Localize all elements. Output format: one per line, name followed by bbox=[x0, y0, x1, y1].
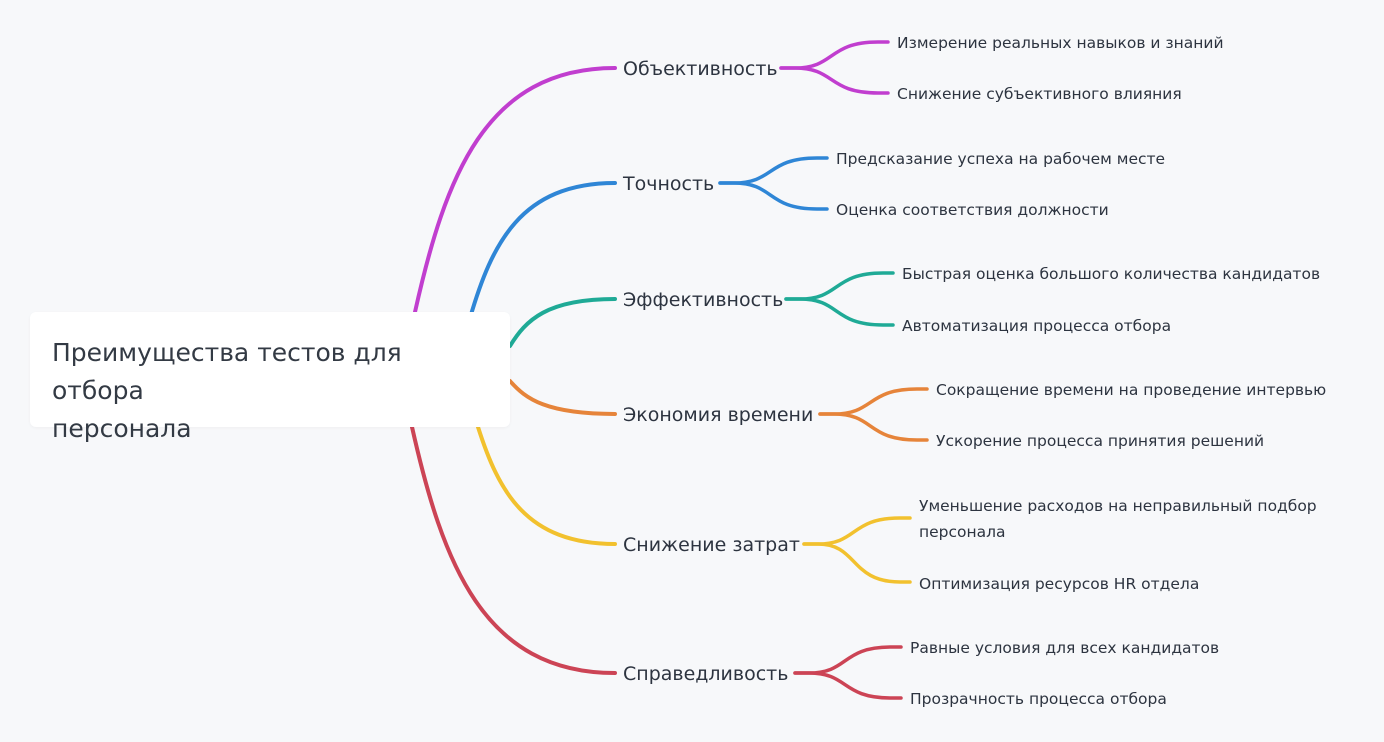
leaf-efficiency-1[interactable]: Быстрая оценка большого количества канди… bbox=[902, 265, 1321, 283]
leaf-link-2-2 bbox=[718, 181, 829, 211]
leaf-accuracy-1[interactable]: Предсказание успеха на рабочем месте bbox=[836, 150, 1166, 168]
leaf-link-4-1 bbox=[818, 387, 929, 416]
branch-link-1 bbox=[413, 66, 617, 314]
leaf-time-saving-2[interactable]: Ускорение процесса принятия решений bbox=[936, 432, 1265, 450]
branch-cost-reduction[interactable]: Снижение затрат bbox=[623, 534, 800, 556]
leaf-accuracy-2[interactable]: Оценка соответствия должности bbox=[836, 201, 1109, 219]
leaf-objectivity-2[interactable]: Снижение субъективного влияния bbox=[897, 85, 1182, 103]
branch-fairness[interactable]: Справедливость bbox=[623, 663, 789, 685]
leaf-cost-reduction-1[interactable]: Уменьшение расходов на неправильный подб… bbox=[919, 497, 1317, 541]
leaf-link-4-2 bbox=[818, 412, 929, 442]
root-title-line-2: персонала bbox=[52, 414, 192, 443]
leaf-fairness-2[interactable]: Прозрачность процесса отбора bbox=[910, 690, 1167, 708]
leaf-link-3-1 bbox=[784, 271, 895, 301]
leaf-link-2-1 bbox=[718, 156, 829, 185]
branch-link-2 bbox=[468, 181, 617, 320]
root-title: Преимущества тестов для отбора персонала bbox=[52, 334, 488, 448]
branch-link-5 bbox=[476, 425, 617, 546]
branch-accuracy[interactable]: Точность bbox=[623, 173, 715, 195]
branch-link-3 bbox=[508, 297, 617, 348]
leaf-fairness-1[interactable]: Равные условия для всех кандидатов bbox=[910, 639, 1220, 657]
branch-time-saving[interactable]: Экономия времени bbox=[623, 404, 814, 426]
root-node[interactable]: Преимущества тестов для отбора персонала bbox=[30, 312, 510, 443]
branch-efficiency[interactable]: Эффективность bbox=[623, 289, 784, 311]
branch-link-6 bbox=[410, 425, 617, 675]
leaf-link-3-2 bbox=[784, 297, 895, 327]
leaf-time-saving-1[interactable]: Сокращение времени на проведение интервь… bbox=[936, 381, 1327, 399]
leaf-link-1-2 bbox=[779, 66, 890, 95]
leaf-efficiency-2[interactable]: Автоматизация процесса отбора bbox=[902, 317, 1172, 335]
leaf-objectivity-1[interactable]: Измерение реальных навыков и знаний bbox=[897, 34, 1224, 52]
leaf-cost-reduction-2[interactable]: Оптимизация ресурсов HR отдела bbox=[919, 575, 1200, 593]
leaf-link-1-1 bbox=[779, 40, 890, 70]
leaf-link-6-2 bbox=[793, 671, 903, 700]
branch-link-4 bbox=[508, 379, 617, 416]
leaf-link-5-2 bbox=[802, 542, 912, 584]
root-title-line-1: Преимущества тестов для отбора bbox=[52, 338, 402, 405]
branch-objectivity[interactable]: Объективность bbox=[623, 58, 778, 80]
leaf-link-6-1 bbox=[793, 645, 903, 675]
leaf-link-5-1 bbox=[802, 516, 912, 546]
